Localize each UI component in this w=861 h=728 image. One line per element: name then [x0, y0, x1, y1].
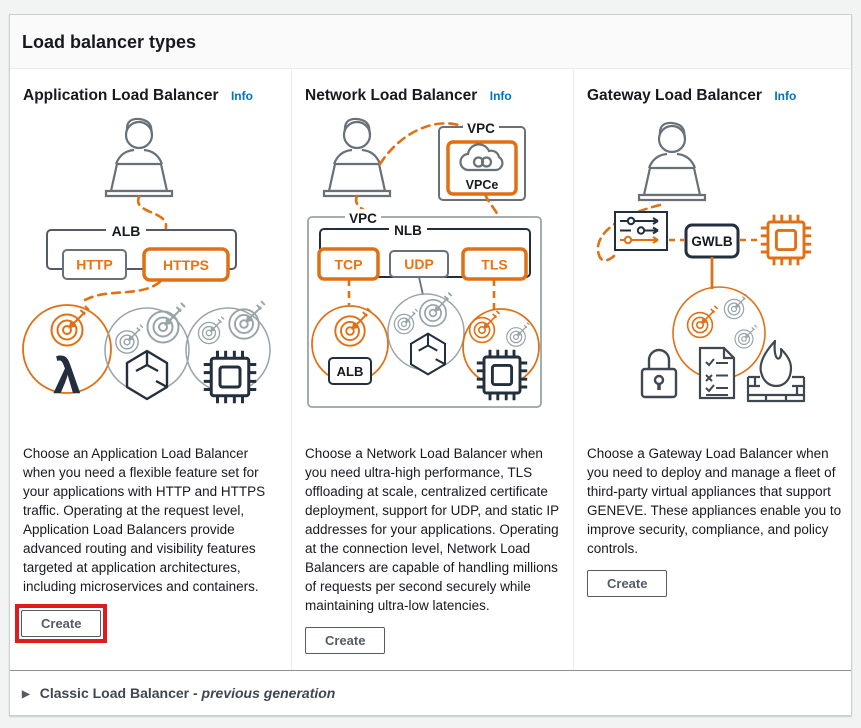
- classic-load-balancer-expander[interactable]: ▶ Classic Load Balancer - previous genera…: [10, 670, 851, 715]
- nlb-diagram: VPC VPCe VPC NLB TCP UDP TLS: [307, 117, 542, 408]
- https-label: HTTPS: [163, 257, 209, 273]
- security-lock-icon: [640, 348, 678, 399]
- info-link-nlb[interactable]: Info: [489, 89, 512, 103]
- info-link-gwlb[interactable]: Info: [774, 89, 797, 103]
- classic-lb-label-generation: previous generation: [201, 685, 336, 701]
- alb-diagram: ALB HTTP HTTPS λ: [22, 117, 271, 405]
- nlb-label: NLB: [394, 223, 422, 238]
- container-icon: [409, 332, 447, 376]
- vpce-label: VPCe: [466, 178, 499, 192]
- target-icon: [115, 324, 144, 354]
- target-icon: [686, 304, 719, 339]
- create-gwlb-button[interactable]: Create: [587, 570, 668, 597]
- card-title-alb: Application Load Balancer: [23, 87, 219, 104]
- card-description-alb: Choose an Application Load Balancer when…: [23, 446, 266, 594]
- tcp-label: TCP: [335, 257, 363, 273]
- load-balancer-cards: Application Load Balancer Info ALB HTTP …: [10, 69, 851, 670]
- lambda-target-group-circle: [22, 304, 112, 394]
- remote-vpc-label: VPC: [467, 121, 495, 136]
- classic-lb-label: Classic Load Balancer -: [39, 685, 202, 701]
- card-network-load-balancer: Network Load Balancer Info VPC VPCe VPC: [292, 69, 574, 670]
- create-nlb-button[interactable]: Create: [305, 627, 386, 654]
- user-laptop-icon: [104, 117, 174, 198]
- target-icon: [228, 300, 266, 340]
- http-label: HTTP: [76, 257, 113, 273]
- card-title-gwlb: Gateway Load Balancer: [587, 87, 762, 104]
- lambda-icon: λ: [53, 348, 81, 404]
- alb-target-label: ALB: [337, 364, 364, 379]
- target-icon: [197, 315, 225, 345]
- card-gateway-load-balancer: Gateway Load Balancer Info: [574, 69, 855, 670]
- card-application-load-balancer: Application Load Balancer Info ALB HTTP …: [10, 69, 292, 670]
- compliance-checklist-icon: [698, 346, 736, 400]
- panel-header: Load balancer types: [10, 15, 851, 69]
- http-listener-box: [62, 249, 127, 280]
- vpc-label: VPC: [349, 211, 377, 226]
- udp-label: UDP: [404, 256, 434, 272]
- solid-connection: [418, 276, 424, 296]
- route-sliders-icon: [620, 216, 659, 245]
- gwlb-diagram: GWLB: [596, 121, 813, 403]
- create-alb-button[interactable]: Create: [21, 610, 102, 637]
- ec2-instance-icon: [475, 348, 529, 402]
- ec2-instance-icon: [202, 349, 258, 405]
- tls-label: TLS: [481, 257, 507, 273]
- load-balancer-types-panel: Load balancer types Application Load Bal…: [9, 14, 852, 716]
- container-icon: [125, 349, 169, 401]
- firewall-icon: [746, 339, 806, 403]
- target-icon: [50, 305, 90, 347]
- info-link-alb[interactable]: Info: [230, 89, 253, 103]
- card-description-gwlb: Choose a Gateway Load Balancer when you …: [587, 446, 842, 556]
- card-description-nlb: Choose a Network Load Balancer when you …: [305, 446, 559, 613]
- panel-title: Load balancer types: [22, 32, 197, 52]
- user-laptop-icon: [322, 117, 392, 198]
- red-highlight-annotation: Create: [15, 604, 108, 643]
- target-icon: [734, 324, 758, 349]
- ec2-instance-icon: [759, 213, 813, 267]
- alb-label: ALB: [112, 223, 141, 239]
- dashed-connection: [78, 280, 162, 305]
- card-title-nlb: Network Load Balancer: [305, 87, 478, 104]
- alb-target-box: [328, 357, 372, 385]
- expander-caret-icon: ▶: [22, 689, 30, 700]
- target-icon: [723, 293, 749, 320]
- user-laptop-icon: [637, 121, 707, 202]
- gwlb-label: GWLB: [691, 234, 732, 249]
- https-listener-box: [142, 247, 230, 282]
